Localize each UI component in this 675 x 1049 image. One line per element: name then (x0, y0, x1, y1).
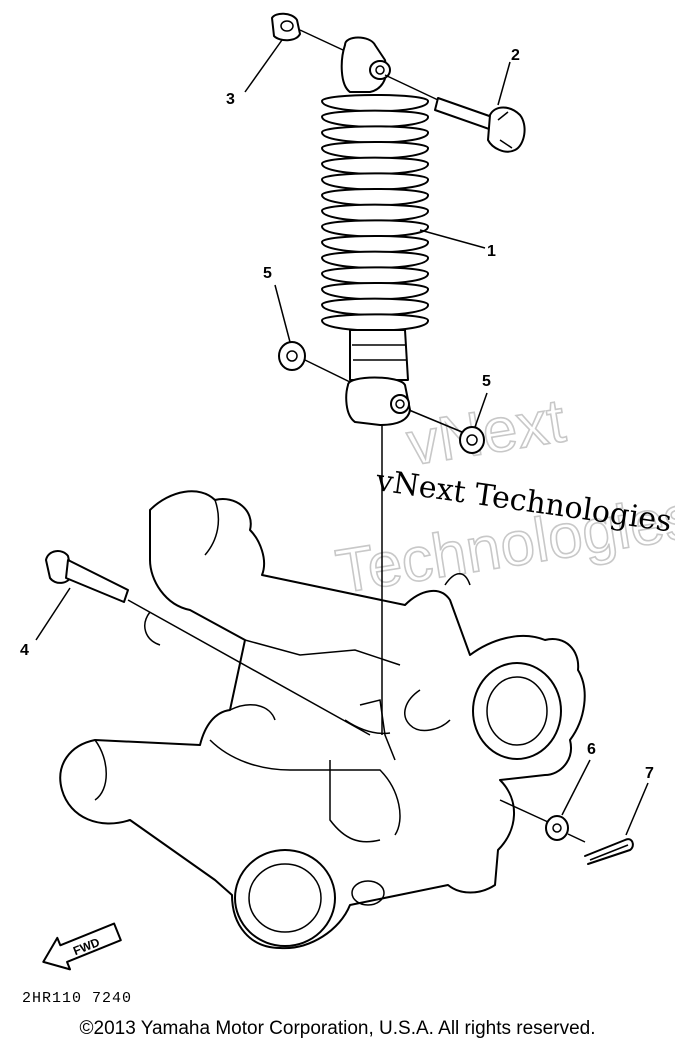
spring-coil (321, 125, 429, 144)
spring-coil (321, 203, 429, 222)
spring-coil (321, 188, 429, 207)
callout-5-lower: 5 (482, 373, 491, 390)
watermark-outline-line1: vNext (402, 386, 569, 479)
spring-coil (321, 282, 429, 301)
copyright-text: ©2013 Yamaha Motor Corporation, U.S.A. A… (79, 1018, 596, 1039)
callout-5-upper: 5 (263, 265, 272, 282)
fwd-arrow-icon: FWD (42, 922, 122, 971)
spring-coil (321, 109, 429, 128)
swing-arm (59, 490, 586, 950)
callout-3: 3 (226, 91, 235, 108)
spring-coil (321, 250, 429, 269)
spring-coil (321, 141, 429, 160)
callout-4: 4 (20, 642, 29, 659)
spring-coil (321, 94, 429, 113)
spring-coil (321, 313, 429, 332)
diagram-code: 2HR110 7240 (22, 990, 133, 1007)
exploded-parts-diagram: vNext Technologies (20, 12, 675, 971)
washer-6 (499, 799, 586, 843)
bolt-4 (45, 550, 371, 736)
cotter-pin-7 (584, 838, 634, 865)
callout-leaders (35, 39, 649, 836)
spring-coil (321, 266, 429, 285)
washer-5-upper (278, 341, 351, 383)
spring-coil (321, 235, 429, 254)
callout-1: 1 (487, 243, 496, 260)
spring-coil (321, 156, 429, 175)
spring-coil (321, 297, 429, 316)
nut-3 (271, 12, 344, 51)
spring-coil (321, 219, 429, 238)
callout-2: 2 (511, 47, 520, 64)
bolt-2 (384, 74, 526, 153)
callout-7: 7 (645, 765, 654, 782)
washer-5-lower (408, 409, 485, 454)
spring-coil (321, 172, 429, 191)
shock-absorber (321, 36, 429, 426)
spring-coils (321, 94, 429, 332)
callout-6: 6 (587, 741, 596, 758)
